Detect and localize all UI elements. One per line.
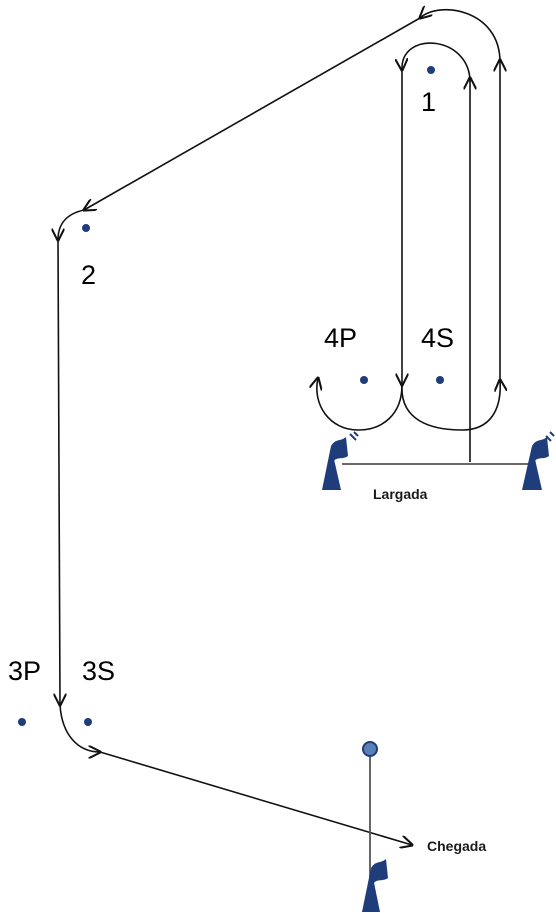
finish-line-label: Chegada [427, 838, 486, 854]
mark-3p-label: 3P [8, 656, 41, 686]
mark-2-buoy [82, 224, 90, 232]
leg-gate3-to-finish [99, 751, 412, 845]
marks: 1 2 4P 4S 3P 3S [8, 66, 454, 726]
mark-3p-buoy [18, 718, 26, 726]
loop-4p [317, 378, 403, 431]
start-line-label: Largada [373, 486, 428, 502]
loop-3s [59, 704, 100, 752]
loop-4s [401, 380, 500, 431]
loop-mark1-outer [420, 10, 501, 63]
loop-mark1-inner [402, 42, 471, 83]
start-flag-left-icon [322, 431, 359, 490]
finish-flag-icon [362, 859, 388, 912]
start-line: Largada [322, 431, 555, 502]
course-track [58, 10, 500, 845]
finish-line: Chegada [362, 741, 486, 912]
mark-2-label: 2 [81, 260, 96, 290]
mark-3s-buoy [84, 718, 92, 726]
start-flag-right-icon [522, 431, 555, 490]
mark-4s-label: 4S [421, 323, 454, 353]
loop-mark2 [58, 209, 85, 240]
mark-4p-buoy [360, 376, 368, 384]
leg-mark1-to-mark2 [84, 17, 421, 210]
mark-4p-label: 4P [324, 323, 357, 353]
finish-buoy [362, 741, 378, 757]
mark-1-label: 1 [421, 87, 436, 117]
mark-4s-buoy [436, 376, 444, 384]
mark-3s-label: 3S [82, 656, 115, 686]
leg-mark2-to-gate3 [58, 239, 60, 705]
mark-1-buoy [427, 66, 435, 74]
